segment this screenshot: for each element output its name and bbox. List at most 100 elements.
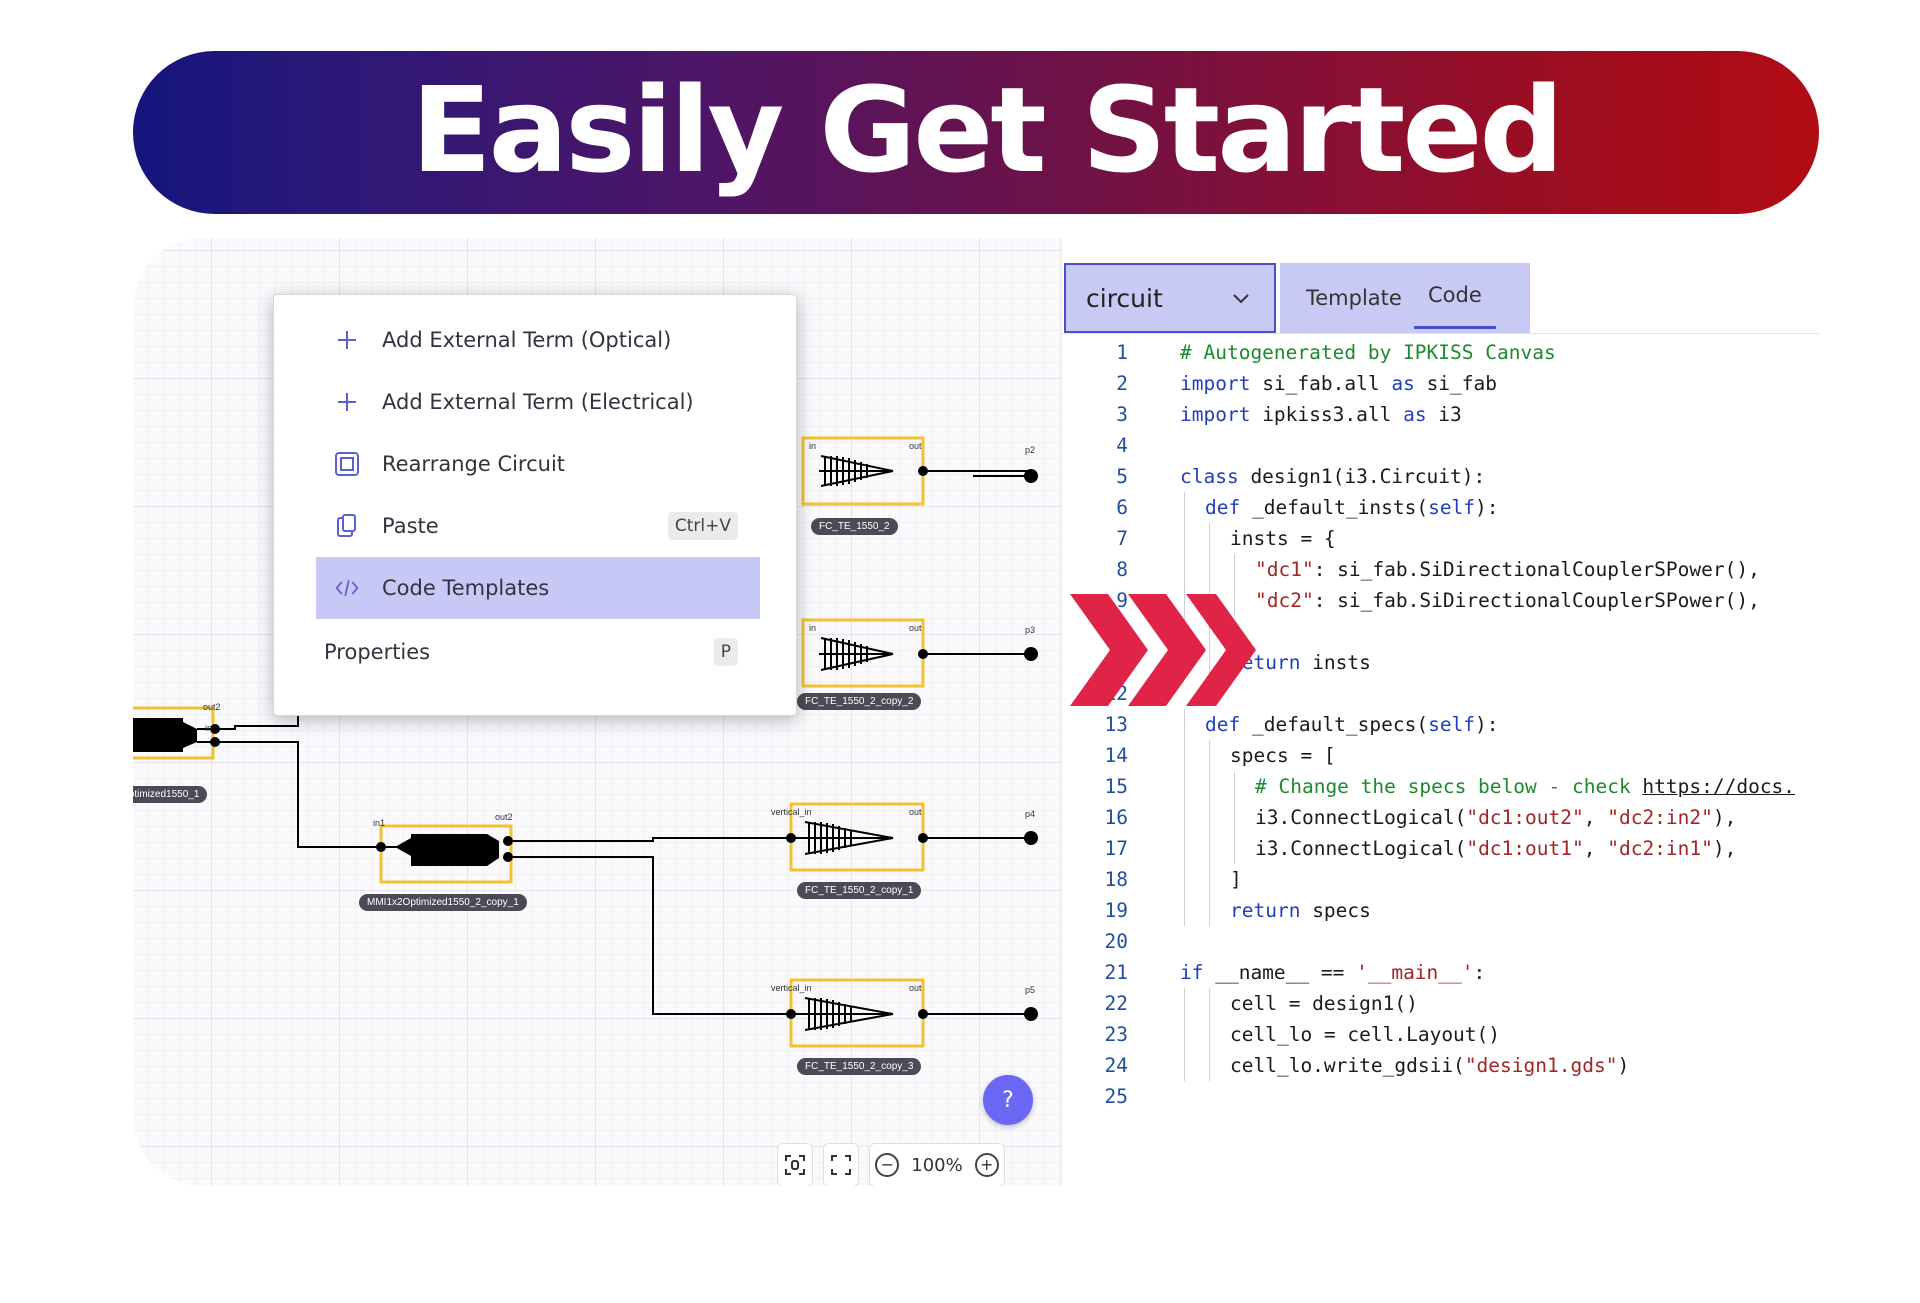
fit-view-button[interactable]: [777, 1143, 813, 1186]
rearrange-icon: [334, 451, 360, 477]
tab-template[interactable]: Template: [1306, 286, 1402, 310]
line-number: 23: [1104, 1023, 1128, 1046]
line-number: 4: [1116, 434, 1128, 457]
indent-guide: [1209, 771, 1210, 802]
menu-item-add-external-term-electrical[interactable]: Add External Term (Electrical): [316, 371, 760, 433]
plus-icon: [334, 327, 360, 353]
menu-item-label: Properties: [324, 640, 431, 664]
line-number: 7: [1116, 527, 1128, 550]
component-label-gc3[interactable]: FC_TE_1550_2_copy_1: [797, 882, 922, 899]
menu-item-label: Rearrange Circuit: [382, 452, 566, 476]
line-number: 13: [1104, 713, 1128, 736]
code-line[interactable]: 8 "dc1": si_fab.SiDirectionalCouplerSPowe…: [1062, 554, 1819, 585]
indent-guide: [1209, 895, 1210, 926]
code-line[interactable]: 25: [1062, 1081, 1819, 1112]
line-number: 2: [1116, 372, 1128, 395]
component-label-gc4[interactable]: FC_TE_1550_2_copy_3: [797, 1058, 922, 1075]
port-label-vertical-in-gc3: vertical_in: [771, 807, 812, 817]
line-number: 18: [1104, 868, 1128, 891]
line-number: 21: [1104, 961, 1128, 984]
line-number: 14: [1104, 744, 1128, 767]
header-banner: Easily Get Started: [133, 51, 1819, 214]
shortcut-badge: P: [713, 638, 738, 666]
zoom-level: 100%: [911, 1154, 963, 1176]
code-text: def _default_specs(self):: [1205, 713, 1499, 736]
fullscreen-button[interactable]: [823, 1143, 859, 1186]
code-line[interactable]: 4: [1062, 430, 1819, 461]
menu-item-rearrange-circuit[interactable]: Rearrange Circuit: [316, 433, 760, 495]
tab-code[interactable]: Code: [1414, 263, 1496, 329]
line-number: 6: [1116, 496, 1128, 519]
line-number: 9: [1116, 589, 1128, 612]
line-number: 22: [1104, 992, 1128, 1015]
menu-item-label: Add External Term (Optical): [382, 328, 672, 352]
component-label-gc1[interactable]: FC_TE_1550_2: [811, 518, 898, 535]
indent-guide: [1184, 492, 1185, 523]
menu-item-properties[interactable]: Properties P: [298, 621, 760, 683]
code-text: "dc1": si_fab.SiDirectionalCouplerSPower…: [1255, 558, 1760, 581]
gc-row-2: [801, 618, 1038, 688]
indent-guide: [1209, 864, 1210, 895]
line-number: 8: [1116, 558, 1128, 581]
menu-item-code-templates[interactable]: Code Templates: [316, 557, 760, 619]
indent-guide: [1184, 988, 1185, 1019]
port-label-p4: p4: [1025, 809, 1036, 819]
indent-guide: [1184, 864, 1185, 895]
code-text: import ipkiss3.all as i3: [1180, 403, 1462, 426]
editor-tabs: Template Code: [1280, 263, 1530, 333]
code-line[interactable]: 23 cell_lo = cell.Layout(): [1062, 1019, 1819, 1050]
code-line[interactable]: 9 "dc2": si_fab.SiDirectionalCouplerSPowe…: [1062, 585, 1819, 616]
plus-icon: [334, 389, 360, 415]
code-line[interactable]: 13 def _default_specs(self):: [1062, 709, 1819, 740]
indent-guide: [1209, 647, 1210, 678]
component-label-mmi-mid[interactable]: MMI1x2Optimized1550_2_copy_1: [359, 894, 527, 911]
menu-item-paste[interactable]: Paste Ctrl+V: [316, 495, 760, 557]
code-line[interactable]: 20: [1062, 926, 1819, 957]
gc-row-3: [786, 802, 1038, 872]
port-label-out-gc3: out: [909, 807, 922, 817]
indent-guide: [1209, 616, 1210, 647]
code-line[interactable]: 15# Change the specs below - check https…: [1062, 771, 1819, 802]
code-icon: [334, 575, 360, 601]
menu-item-add-external-term-optical[interactable]: Add External Term (Optical): [316, 309, 760, 371]
circuit-select[interactable]: circuit: [1064, 263, 1276, 333]
zoom-in-button[interactable]: +: [974, 1153, 999, 1177]
code-line[interactable]: 19 return specs: [1062, 895, 1819, 926]
component-label-mmi-left[interactable]: Optimized1550_1: [133, 786, 208, 803]
line-number: 19: [1104, 899, 1128, 922]
indent-guide: [1209, 833, 1210, 864]
circuit-canvas[interactable]: out2 in in1 out2 in out p2 in out p3 ver…: [133, 238, 1061, 1186]
indent-guide: [1209, 802, 1210, 833]
indent-guide: [1234, 833, 1235, 864]
code-line[interactable]: 1# Autogenerated by IPKISS Canvas: [1062, 337, 1819, 368]
app-screenshot: out2 in in1 out2 in out p2 in out p3 ver…: [133, 238, 1819, 1186]
indent-guide: [1209, 523, 1210, 554]
indent-guide: [1184, 802, 1185, 833]
circuit-select-value: circuit: [1086, 283, 1163, 313]
code-text: cell_lo = cell.Layout(): [1230, 1023, 1501, 1046]
zoom-out-button[interactable]: −: [875, 1153, 900, 1177]
code-text: return specs: [1230, 899, 1371, 922]
component-label-gc2[interactable]: FC_TE_1550_2_copy_2: [797, 693, 922, 710]
zoom-control: − 100% +: [869, 1143, 1005, 1186]
focus-icon: [785, 1155, 805, 1175]
code-line[interactable]: 18]: [1062, 864, 1819, 895]
chevrons-arrow-icon: [1070, 594, 1256, 706]
port-label-p2: p2: [1025, 445, 1036, 455]
code-text: i3.ConnectLogical("dc1:out2", "dc2:in2")…: [1255, 806, 1737, 829]
indent-guide: [1209, 988, 1210, 1019]
menu-item-label: Code Templates: [382, 576, 550, 600]
help-button[interactable]: ?: [983, 1075, 1033, 1125]
code-text: "dc2": si_fab.SiDirectionalCouplerSPower…: [1255, 589, 1760, 612]
